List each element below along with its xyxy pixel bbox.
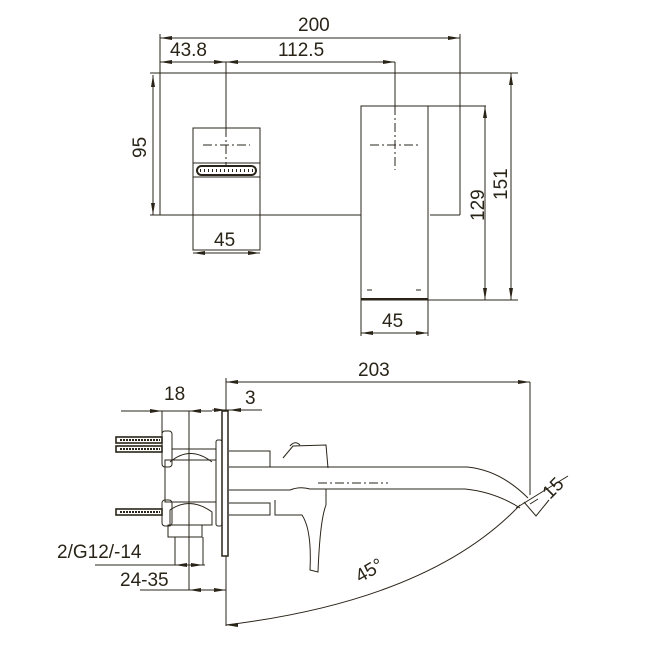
- spout-bottom: [229, 487, 521, 509]
- arrow: [214, 588, 226, 592]
- dim-label-95: 95: [130, 137, 151, 158]
- arrow: [214, 408, 226, 412]
- dim-label-200: 200: [298, 15, 330, 36]
- arrow: [248, 251, 260, 255]
- arrow: [483, 106, 487, 118]
- mounting-studs: [115, 436, 163, 516]
- arrow: [361, 331, 373, 335]
- lever-knob: [289, 442, 301, 447]
- thread-label: 2/G12/-14: [57, 542, 142, 563]
- outlet-tick: [529, 498, 539, 505]
- dim-label-45-spout: 45: [382, 311, 403, 332]
- arrow: [193, 251, 205, 255]
- arrow: [175, 563, 187, 567]
- arrow: [151, 203, 155, 215]
- arrow: [191, 563, 203, 567]
- mixer-lower: [229, 502, 271, 516]
- arrow: [214, 60, 226, 64]
- arrow: [150, 409, 162, 413]
- body-curve-top: [169, 453, 213, 463]
- arrow: [226, 60, 238, 64]
- outlet-ext: [523, 499, 550, 517]
- mixer-top: [229, 450, 271, 467]
- arrow: [383, 60, 395, 64]
- swivel-arc: [225, 504, 521, 626]
- dim-label-24-35: 24-35: [120, 570, 169, 591]
- arrow: [518, 380, 530, 384]
- body-lower: [169, 503, 213, 526]
- dim-label-129: 129: [468, 189, 489, 221]
- arrow: [226, 623, 238, 627]
- arrow: [448, 36, 460, 40]
- arrow: [229, 408, 241, 412]
- arrow: [226, 380, 238, 384]
- arrow: [189, 588, 201, 592]
- dim-line-15: [515, 475, 569, 509]
- dim-label-203: 203: [358, 360, 390, 381]
- flange: [215, 439, 223, 527]
- arrow: [509, 288, 513, 300]
- side-view: 203 3 18: [57, 360, 568, 627]
- arrow: [483, 288, 487, 300]
- arrow: [151, 75, 155, 87]
- arrow: [416, 331, 428, 335]
- lever-handle: [274, 489, 327, 573]
- wall-plate: [221, 410, 229, 557]
- dim-label-151: 151: [491, 168, 512, 200]
- dim-label-3: 3: [245, 388, 256, 409]
- dim-label-45-handle: 45: [214, 230, 235, 251]
- arrow: [160, 36, 172, 40]
- dim-label-18: 18: [164, 384, 185, 405]
- arrow: [509, 73, 513, 85]
- arrow: [160, 60, 172, 64]
- angle-label-45: 45°: [352, 555, 387, 588]
- dim-label-112-5: 112.5: [278, 40, 324, 61]
- lever-top: [282, 444, 329, 469]
- front-view: 200 43.8 112.5 95 45: [130, 15, 518, 336]
- spout-top: [229, 466, 529, 499]
- arrow: [189, 409, 201, 413]
- dim-label-43-8: 43.8: [170, 40, 207, 61]
- valve-body: [164, 459, 217, 503]
- thread-connector: [167, 524, 203, 538]
- grip-bar: [196, 165, 257, 176]
